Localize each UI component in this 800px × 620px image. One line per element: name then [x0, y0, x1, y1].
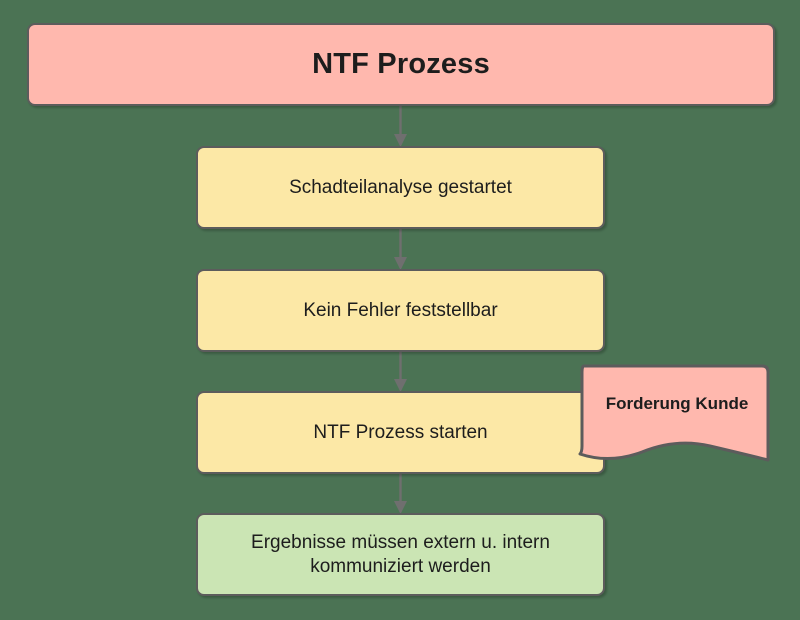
step-box-schadteilanalyse-gestartet: Schadteilanalyse gestartet — [196, 146, 605, 229]
step-label: NTF Prozess starten — [313, 421, 488, 443]
result-label: Ergebnisse müssen extern u. intern kommu… — [251, 531, 550, 579]
result-label-line2: kommuniziert werden — [310, 555, 491, 577]
result-label-line1: Ergebnisse müssen extern u. intern — [251, 531, 550, 553]
result-box-ergebnisse-kommunizieren: Ergebnisse müssen extern u. intern kommu… — [196, 513, 605, 596]
process-title-box: NTF Prozess — [27, 23, 775, 106]
step-box-ntf-prozess-starten: NTF Prozess starten — [196, 391, 605, 474]
document-shape-icon — [578, 364, 770, 462]
note-forderung-kunde: Forderung Kunde — [576, 360, 778, 468]
page-title: NTF Prozess — [312, 48, 490, 81]
step-label: Schadteilanalyse gestartet — [289, 176, 512, 198]
step-box-kein-fehler-feststellbar: Kein Fehler feststellbar — [196, 269, 605, 352]
step-label: Kein Fehler feststellbar — [303, 299, 498, 321]
